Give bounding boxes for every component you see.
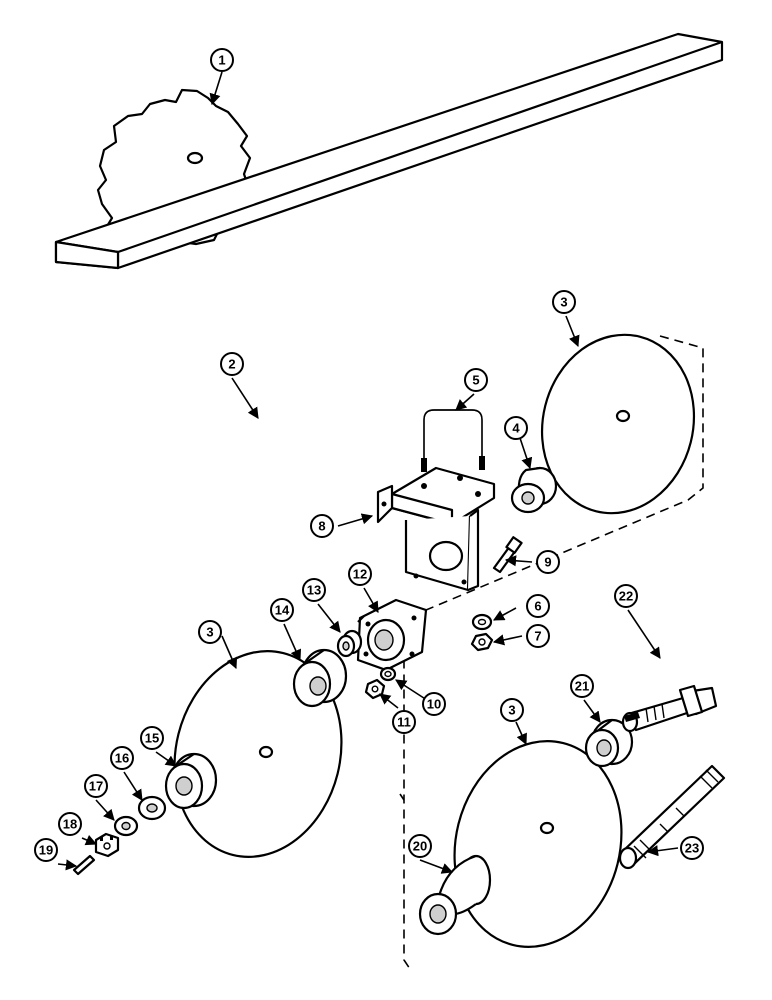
callout-16-label: 16: [115, 751, 129, 766]
callout-22-label: 22: [619, 589, 633, 604]
callout-11: 11: [392, 710, 416, 734]
leader-lines: [57, 71, 679, 874]
callout-5: 5: [464, 368, 488, 392]
callout-2: 2: [220, 352, 244, 376]
callout-12-label: 12: [353, 567, 367, 582]
callout-21: 21: [570, 674, 594, 698]
callout-3-upper-label: 3: [560, 295, 567, 310]
u-bolt: [421, 409, 485, 472]
callout-7-label: 7: [534, 629, 541, 644]
hex-nut-7: [470, 632, 494, 652]
callout-4: 4: [504, 416, 528, 440]
callout-14: 14: [270, 598, 294, 622]
callout-23: 23: [680, 836, 704, 860]
callout-15-label: 15: [145, 731, 159, 746]
callout-12: 12: [348, 562, 372, 586]
callout-22: 22: [614, 584, 638, 608]
callout-19: 19: [34, 838, 58, 862]
callout-14-label: 14: [275, 603, 290, 618]
washer-16: [137, 795, 167, 821]
callout-3-left-label: 3: [206, 625, 213, 640]
spool-spacer-15: [164, 752, 218, 810]
cone-spacer: [510, 466, 558, 514]
callout-3-lower-label: 3: [508, 703, 515, 718]
spool-20: [418, 854, 492, 936]
callout-16: 16: [110, 746, 134, 770]
flange-bearing: [356, 598, 428, 672]
callout-1: 1: [210, 48, 234, 72]
washer-10: [379, 666, 397, 682]
callout-20: 20: [408, 834, 432, 858]
disc-blade-left: [173, 650, 343, 858]
spool-spacer-14: [292, 648, 348, 708]
callout-3-lower: 3: [500, 698, 524, 722]
callout-13-label: 13: [307, 583, 321, 598]
disc-blade-lower: [453, 740, 623, 948]
callout-8: 8: [310, 514, 334, 538]
callout-11-label: 11: [397, 715, 411, 730]
callout-17-label: 17: [89, 779, 103, 794]
callout-10-label: 10: [427, 697, 441, 712]
washer-17: [113, 815, 139, 837]
callout-6-label: 6: [534, 599, 541, 614]
callout-9: 9: [536, 550, 560, 574]
callout-17: 17: [84, 774, 108, 798]
callout-8-label: 8: [318, 519, 325, 534]
callout-21-label: 21: [575, 679, 589, 694]
callout-19-label: 19: [39, 843, 53, 858]
spacer-ring: [336, 629, 363, 658]
callout-18-label: 18: [63, 817, 77, 832]
callout-7: 7: [526, 624, 550, 648]
disc-blade-upper: [540, 333, 696, 515]
square-bar-beam: [54, 32, 724, 270]
callout-6: 6: [526, 594, 550, 618]
callout-3-left: 3: [198, 620, 222, 644]
spool-spacer-21: [584, 718, 634, 768]
callout-23-label: 23: [685, 841, 699, 856]
callout-13: 13: [302, 578, 326, 602]
castle-nut: [94, 832, 120, 858]
callout-15: 15: [140, 726, 164, 750]
threaded-stud: [618, 764, 726, 870]
callout-2-label: 2: [228, 357, 235, 372]
callout-9-label: 9: [544, 555, 551, 570]
lock-washer: [471, 613, 493, 631]
callout-20-label: 20: [413, 839, 427, 854]
callout-4-label: 4: [512, 421, 520, 436]
callout-1-label: 1: [218, 53, 225, 68]
bolt-9: [492, 536, 523, 574]
cotter-pin: [72, 854, 96, 876]
callout-5-label: 5: [472, 373, 479, 388]
square-head-bolt: [621, 684, 718, 733]
callout-18: 18: [58, 812, 82, 836]
callout-10: 10: [422, 692, 446, 716]
bearing-hanger-bracket: [376, 466, 496, 592]
callout-3-upper: 3: [552, 290, 576, 314]
